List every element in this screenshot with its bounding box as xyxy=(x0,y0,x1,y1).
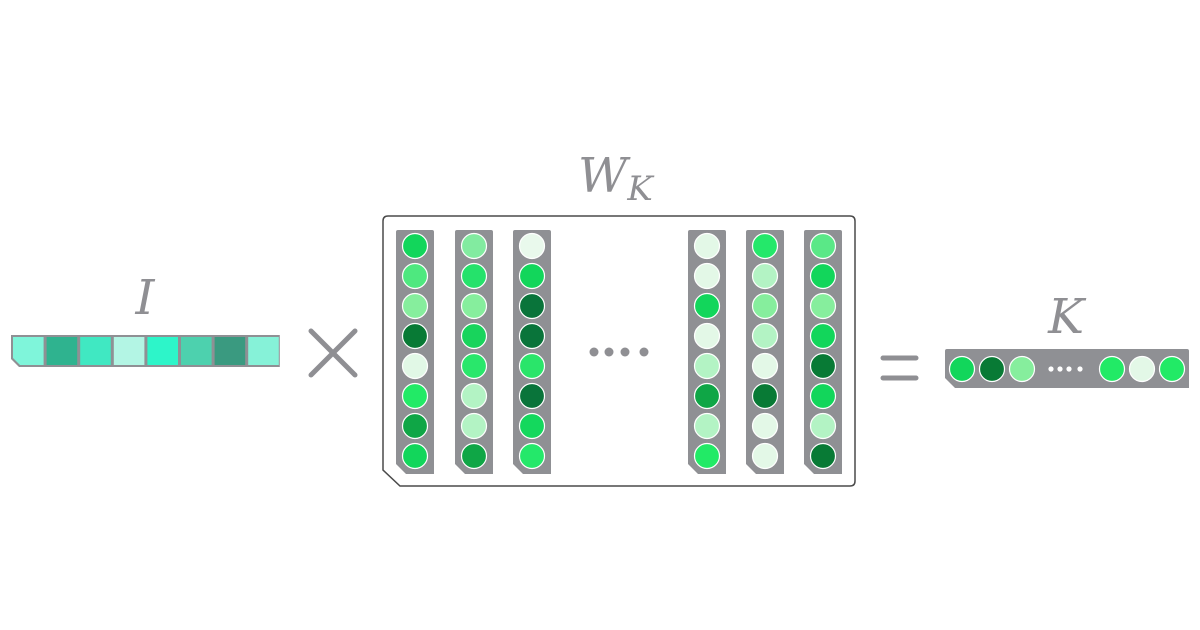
input-cell xyxy=(214,337,246,365)
weight-cell xyxy=(518,442,546,470)
output-cell xyxy=(948,355,976,383)
output-ellipsis-dot xyxy=(1066,366,1072,372)
output-vector xyxy=(945,349,1189,388)
weight-cell xyxy=(751,292,779,320)
times-operator xyxy=(308,328,358,378)
weight-label: WK xyxy=(578,148,655,209)
output-cell xyxy=(1098,355,1126,383)
weight-cell xyxy=(460,292,488,320)
weight-cell xyxy=(518,322,546,350)
weight-matrix xyxy=(396,230,842,474)
weight-cell xyxy=(693,232,721,260)
weight-cell xyxy=(460,442,488,470)
weight-column xyxy=(746,230,784,474)
weight-cell xyxy=(401,412,429,440)
weight-column xyxy=(804,230,842,474)
output-cell xyxy=(1008,355,1036,383)
weight-cell xyxy=(809,382,837,410)
input-cell xyxy=(248,337,279,365)
output-ellipsis-dot xyxy=(1057,366,1063,372)
weight-cell xyxy=(401,262,429,290)
weight-cell xyxy=(518,412,546,440)
weight-cell xyxy=(751,382,779,410)
weight-cell xyxy=(460,322,488,350)
weight-cell xyxy=(751,442,779,470)
weight-cell xyxy=(751,262,779,290)
input-label: I xyxy=(135,270,156,326)
weight-cell xyxy=(751,322,779,350)
weight-cell xyxy=(401,352,429,380)
weight-cell xyxy=(809,352,837,380)
weight-cell xyxy=(693,382,721,410)
weight-cell xyxy=(460,232,488,260)
weight-cell xyxy=(401,322,429,350)
weight-cell xyxy=(693,352,721,380)
weight-cell xyxy=(809,412,837,440)
input-cell xyxy=(46,337,78,365)
weight-cell xyxy=(693,292,721,320)
weight-label-main: W xyxy=(578,148,631,204)
input-vector-frame xyxy=(11,335,280,367)
output-cell xyxy=(1128,355,1156,383)
weight-cell xyxy=(401,442,429,470)
weight-cell xyxy=(518,232,546,260)
weight-column xyxy=(688,230,726,474)
column-ellipsis xyxy=(589,347,649,357)
weight-cell xyxy=(460,352,488,380)
weight-cell xyxy=(809,442,837,470)
input-vector xyxy=(11,335,280,367)
weight-cell xyxy=(460,412,488,440)
output-ellipsis-dot xyxy=(1077,366,1083,372)
weight-cell xyxy=(518,352,546,380)
weight-cell xyxy=(401,232,429,260)
weight-cell xyxy=(693,262,721,290)
weight-label-subscript: K xyxy=(626,169,655,209)
weight-cell xyxy=(809,262,837,290)
input-cell xyxy=(80,337,111,365)
weight-cell xyxy=(518,292,546,320)
weight-cell xyxy=(518,382,546,410)
weight-cell xyxy=(460,382,488,410)
equals-operator xyxy=(880,355,919,381)
weight-cell xyxy=(693,322,721,350)
weight-cell xyxy=(809,322,837,350)
weight-cell xyxy=(751,352,779,380)
weight-cell xyxy=(751,232,779,260)
weight-cell xyxy=(460,262,488,290)
output-cell xyxy=(1158,355,1186,383)
weight-cell xyxy=(518,262,546,290)
weight-cell xyxy=(693,442,721,470)
input-cell xyxy=(113,337,145,365)
input-cell xyxy=(147,337,178,365)
weight-cell xyxy=(809,232,837,260)
output-cell xyxy=(978,355,1006,383)
output-ellipsis-dot xyxy=(1048,366,1054,372)
weight-matrix-frame xyxy=(382,215,856,487)
output-label: K xyxy=(1047,289,1087,345)
weight-cell xyxy=(401,382,429,410)
weight-column xyxy=(396,230,434,474)
input-cell xyxy=(13,337,44,365)
weight-cell xyxy=(401,292,429,320)
weight-cell xyxy=(751,412,779,440)
weight-cell xyxy=(809,292,837,320)
input-cell xyxy=(181,337,212,365)
weight-column xyxy=(455,230,493,474)
weight-cell xyxy=(693,412,721,440)
weight-column xyxy=(513,230,551,474)
